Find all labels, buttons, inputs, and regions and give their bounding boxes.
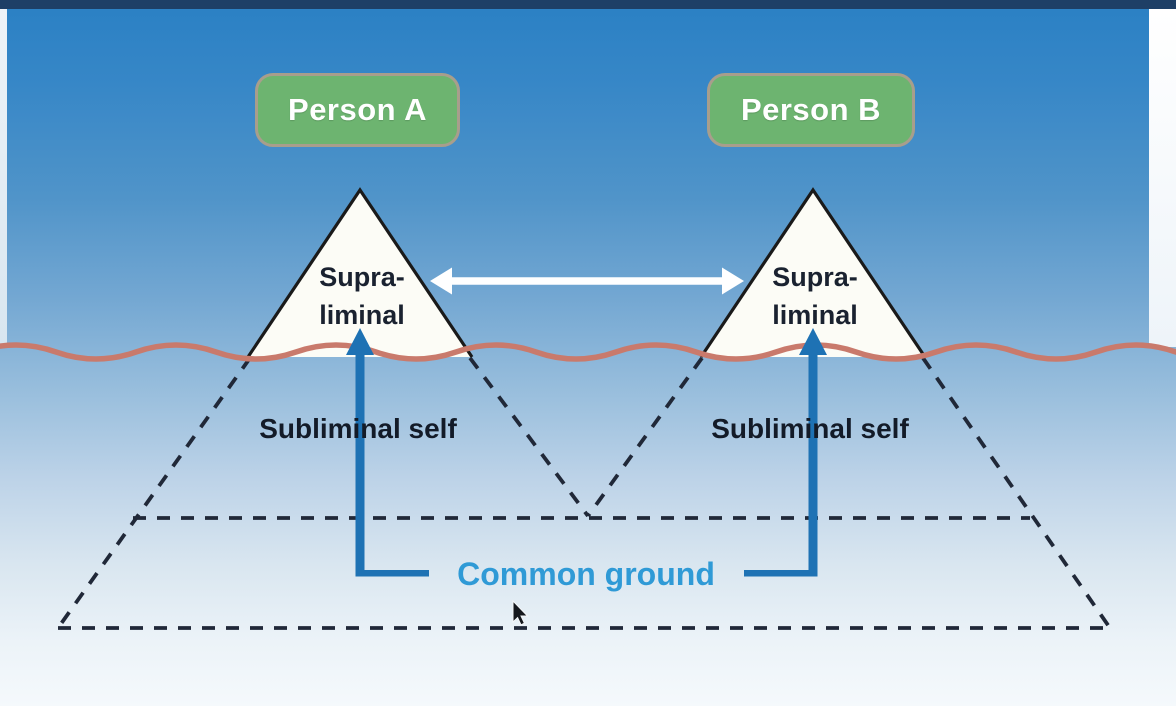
person-b-badge: Person B bbox=[707, 73, 915, 147]
up-arrow-right-icon bbox=[744, 328, 827, 577]
person-b-label: Person B bbox=[740, 92, 882, 127]
supraliminal-left-line1: Supra- bbox=[319, 262, 405, 292]
subliminal-self-label-right: Subliminal self bbox=[711, 413, 909, 444]
underwater-dashed-outline bbox=[56, 356, 1112, 630]
common-ground-label: Common ground bbox=[457, 556, 715, 592]
mouse-cursor-icon bbox=[512, 599, 529, 626]
right-iceberg-inner-dashed-side bbox=[586, 356, 704, 518]
slide-left-edge bbox=[0, 9, 7, 347]
right-iceberg-tip bbox=[701, 190, 925, 357]
subliminal-self-label-left: Subliminal self bbox=[259, 413, 457, 444]
left-iceberg-outer-dashed-side bbox=[56, 356, 252, 630]
left-iceberg-inner-dashed-side bbox=[468, 356, 590, 518]
person-a-label: Person A bbox=[288, 92, 427, 127]
supraliminal-label-right: Supra- liminal bbox=[725, 258, 905, 334]
video-letterbox-bar bbox=[0, 0, 1176, 9]
left-iceberg-tip bbox=[248, 190, 472, 357]
waterline-wave bbox=[0, 342, 1176, 362]
supraliminal-right-line2: liminal bbox=[772, 300, 858, 330]
slide-right-edge bbox=[1149, 9, 1176, 347]
person-a-badge: Person A bbox=[255, 73, 460, 147]
bidirectional-arrow-icon bbox=[430, 267, 744, 295]
right-iceberg-outer-dashed-side bbox=[921, 356, 1112, 630]
supraliminal-right-line1: Supra- bbox=[772, 262, 858, 292]
supraliminal-label-left: Supra- liminal bbox=[272, 258, 452, 334]
up-arrow-left-icon bbox=[346, 328, 429, 577]
left-iceberg-tip-outline bbox=[246, 187, 474, 358]
supraliminal-left-line2: liminal bbox=[319, 300, 405, 330]
right-iceberg-tip-outline bbox=[699, 187, 927, 358]
